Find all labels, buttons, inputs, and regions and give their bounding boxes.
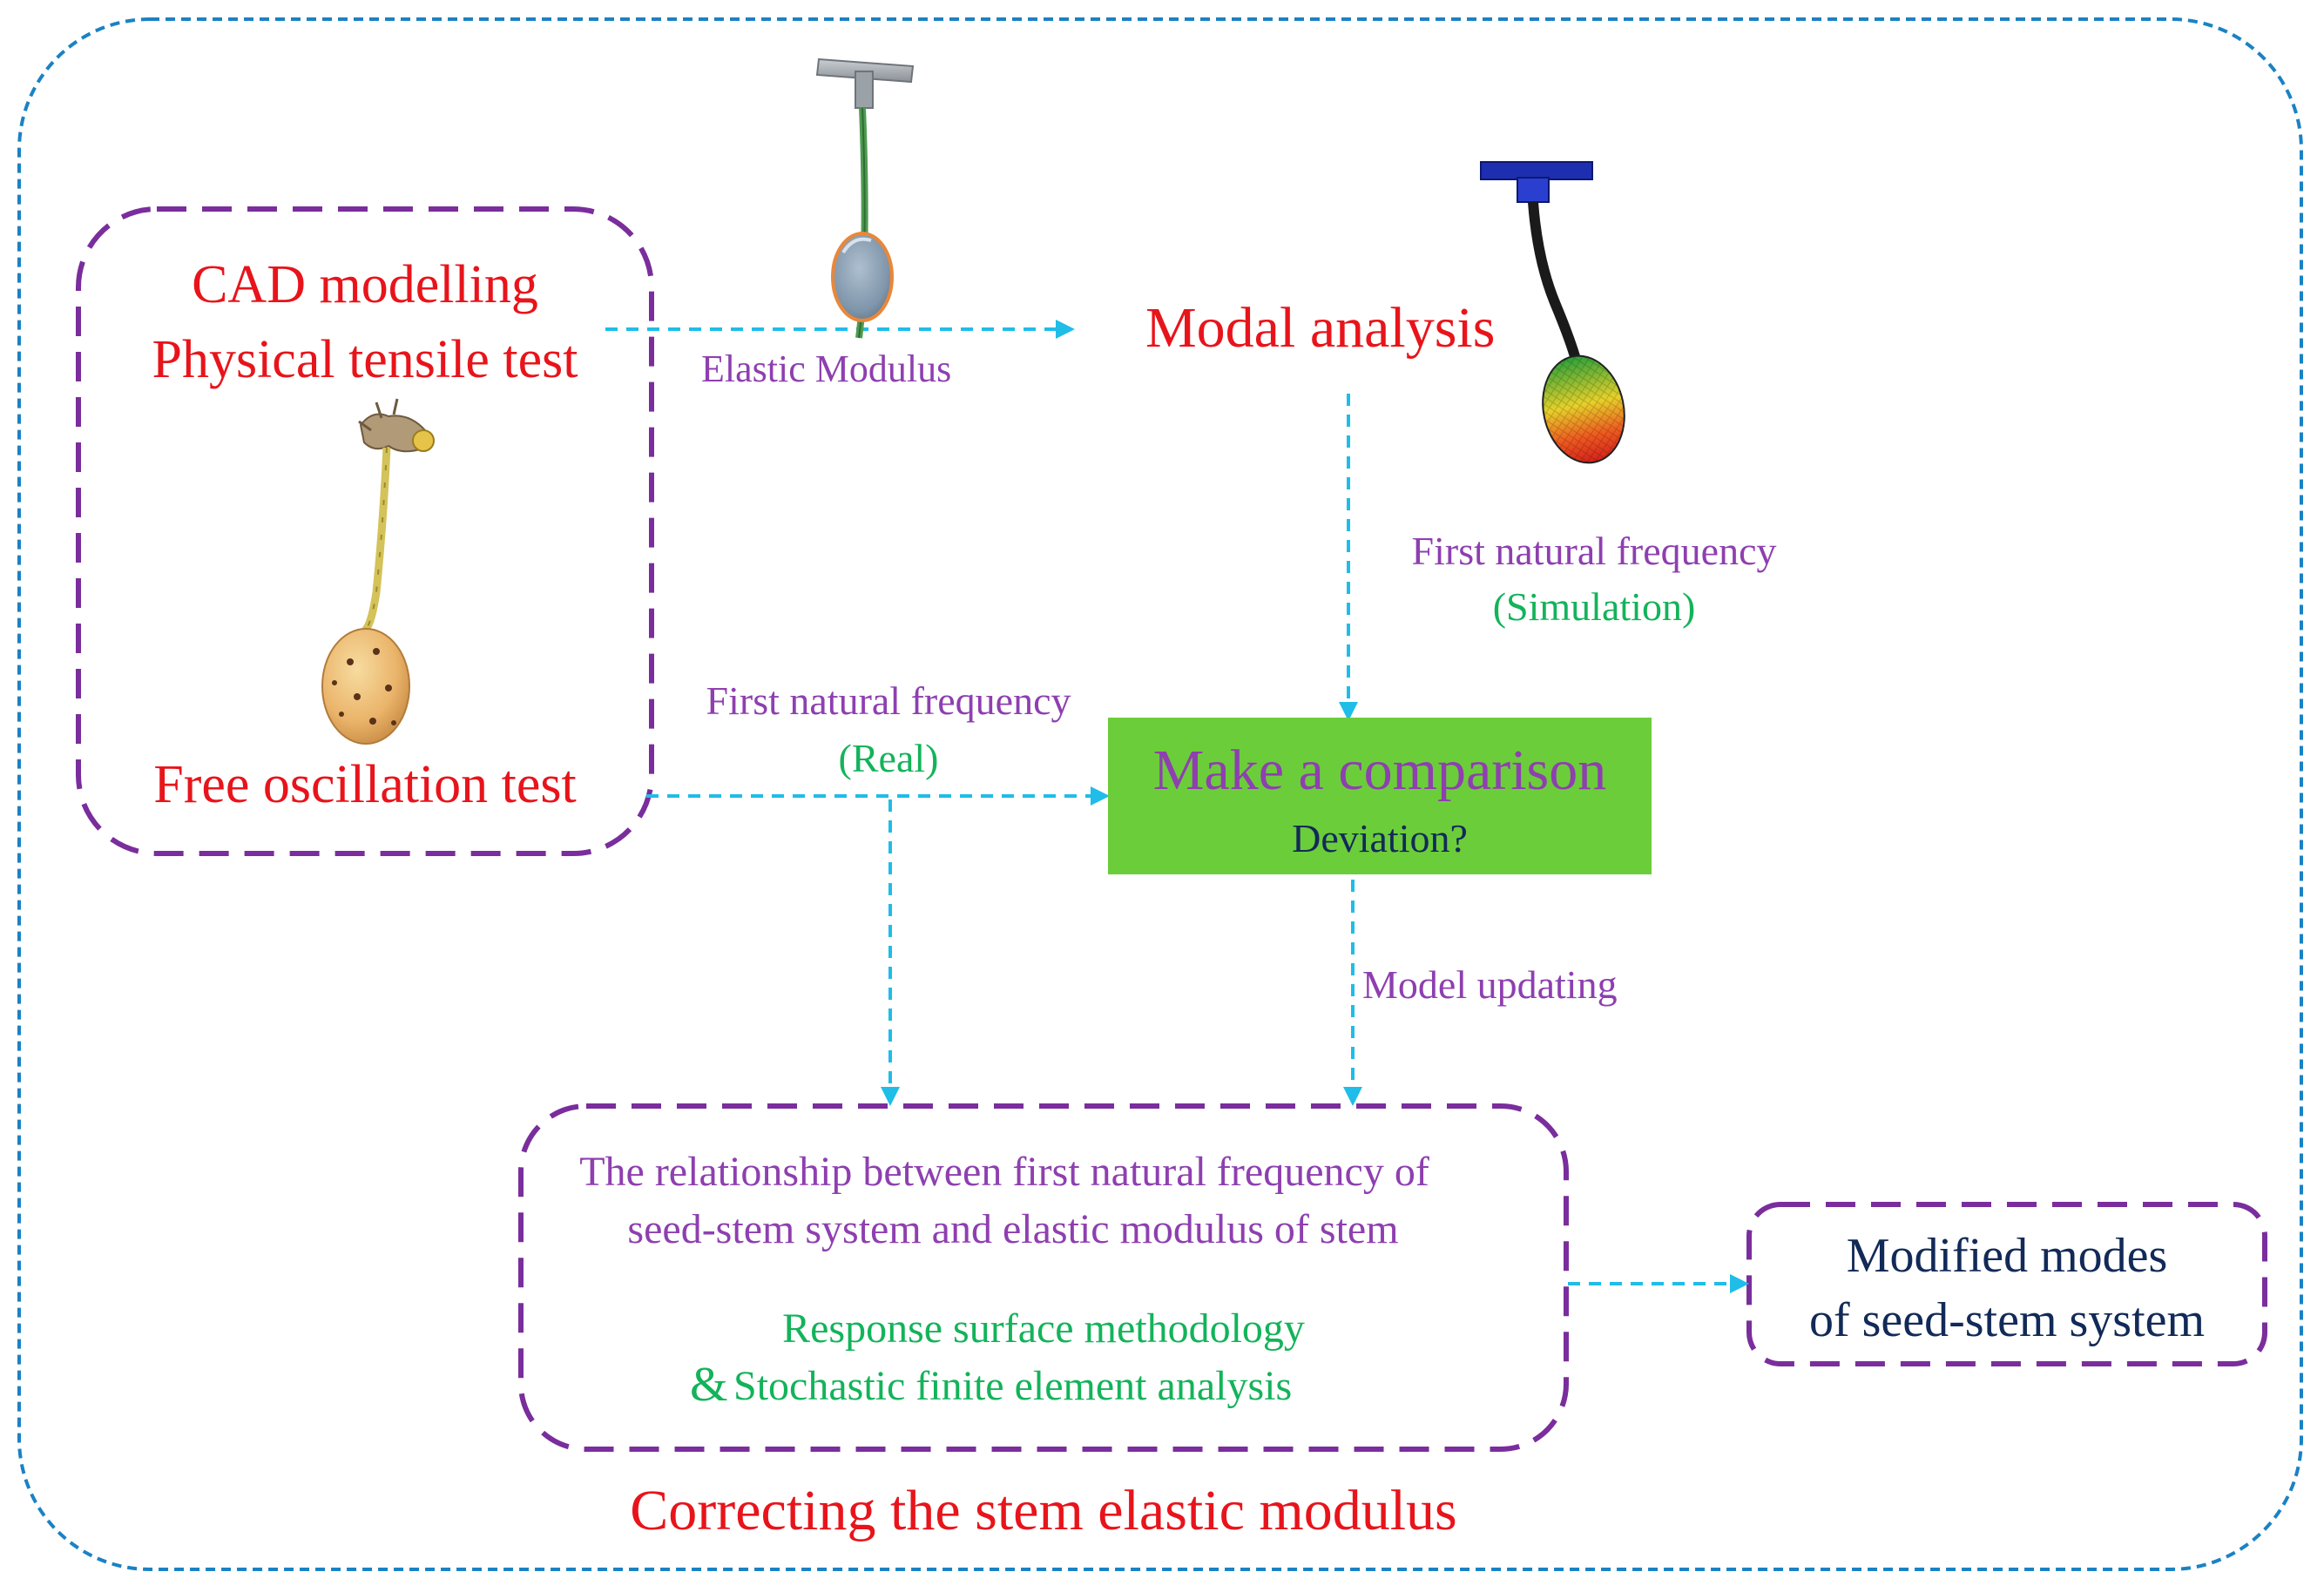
fe-mode-shape-model: [1480, 161, 1625, 464]
modified-modes-line-1: Modified modes: [1846, 1229, 2168, 1283]
correcting-modulus-caption: Correcting the stem elastic modulus: [630, 1479, 1457, 1542]
ampersand-label: &: [690, 1358, 728, 1412]
free-oscillation-test-label: Free oscillation test: [153, 755, 577, 814]
relationship-line-2: seed-stem system and elastic modulus of …: [627, 1206, 1399, 1252]
deviation-label: Deviation?: [1292, 816, 1468, 860]
stochastic-fe-label: Stochastic finite element analysis: [733, 1363, 1293, 1409]
arrowhead: [1730, 1274, 1749, 1293]
physical-tensile-test-label: Physical tensile test: [152, 330, 578, 389]
real-tag: (Real): [838, 736, 939, 780]
arrowhead: [1343, 1087, 1362, 1106]
comparison-box: [1108, 718, 1652, 874]
response-surface-label: Response surface methodology: [782, 1305, 1305, 1352]
relationship-box-frame: [518, 1103, 1569, 1452]
arrowhead: [1056, 320, 1075, 339]
modal-analysis-title: Modal analysis: [1145, 296, 1496, 360]
outer-frame: [17, 17, 2303, 1571]
relationship-line-1: The relationship between first natural f…: [579, 1149, 1429, 1195]
comparison-title: Make a comparison: [1152, 739, 1607, 802]
cad-seed-stem-model: [815, 57, 915, 339]
input-box-frame: [76, 206, 654, 856]
arrowhead: [881, 1087, 900, 1106]
arrowhead: [1091, 786, 1110, 806]
simulation-frequency-label: First natural frequency: [1411, 529, 1777, 573]
model-updating-label: Model updating: [1362, 962, 1618, 1007]
arrowhead: [1339, 702, 1358, 721]
real-frequency-label: First natural frequency: [706, 678, 1071, 723]
real-seed-stem-photo: [321, 398, 435, 745]
simulation-tag: (Simulation): [1492, 584, 1696, 629]
elastic-modulus-label: Elastic Modulus: [701, 347, 952, 390]
output-box-frame: [1746, 1202, 2267, 1366]
modified-modes-line-2: of seed-stem system: [1808, 1293, 2206, 1347]
cad-modelling-label: CAD modelling: [192, 255, 538, 314]
